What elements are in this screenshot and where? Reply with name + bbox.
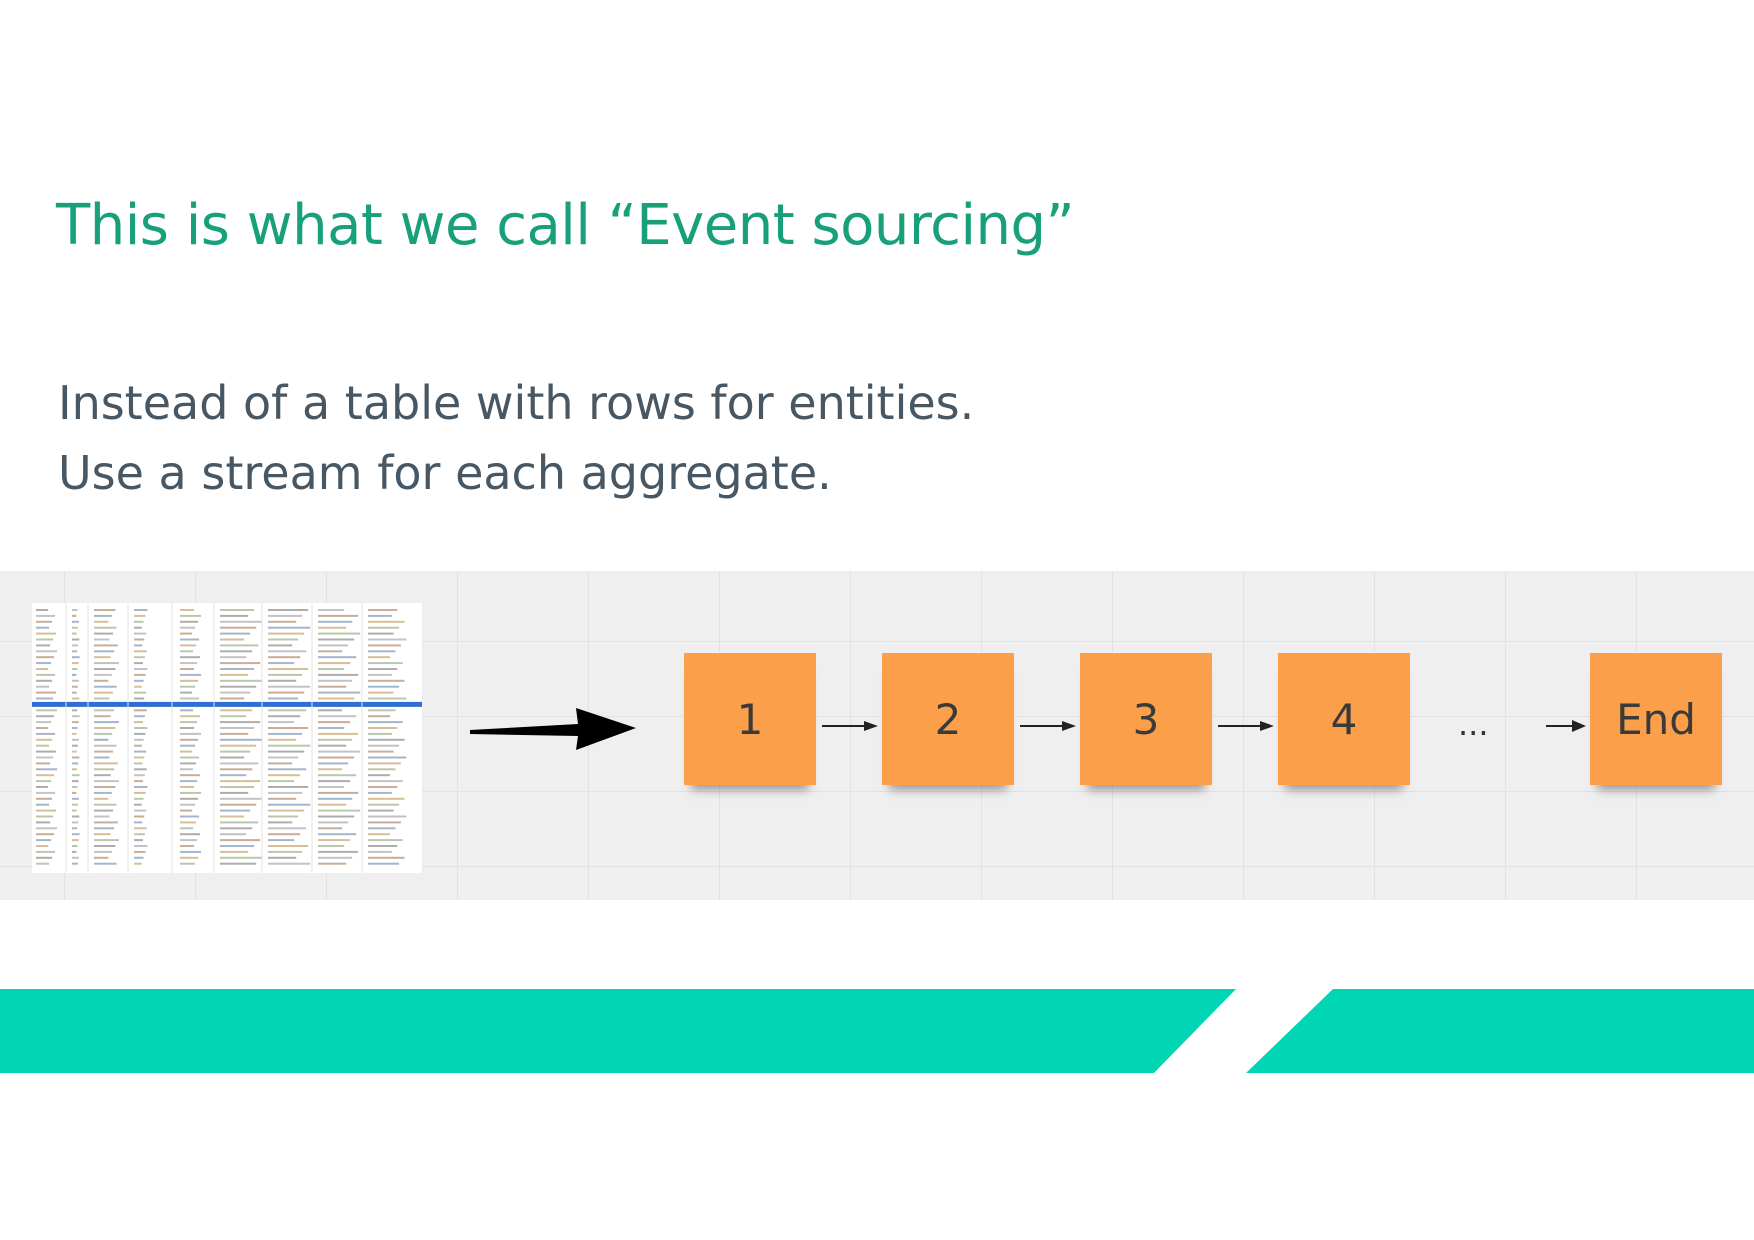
- event-note-label: 4: [1330, 694, 1358, 744]
- event-note-label: End: [1616, 694, 1696, 744]
- connector-arrow-icon: [1546, 720, 1586, 732]
- spreadsheet-table-icon: [32, 603, 422, 873]
- event-note-3: 3: [1080, 653, 1212, 785]
- body-line-2: Use a stream for each aggregate.: [58, 446, 832, 500]
- connector-arrow-icon: [1020, 721, 1076, 731]
- ellipsis: ...: [1458, 705, 1489, 743]
- event-note-end: End: [1590, 653, 1722, 785]
- event-note-2: 2: [882, 653, 1014, 785]
- arrow-right-icon: [470, 708, 636, 750]
- event-note-label: 1: [736, 694, 764, 744]
- event-note-4: 4: [1278, 653, 1410, 785]
- event-note-label: 3: [1132, 694, 1160, 744]
- footer-accent-bars: [0, 989, 1754, 1073]
- connector-arrow-icon: [1218, 721, 1274, 731]
- slide-body: Instead of a table with rows for entitie…: [58, 368, 974, 508]
- slide-title: This is what we call “Event sourcing”: [56, 193, 1075, 258]
- connector-arrow-icon: [822, 721, 878, 731]
- event-note-label: 2: [934, 694, 962, 744]
- event-note-1: 1: [684, 653, 816, 785]
- body-line-1: Instead of a table with rows for entitie…: [58, 376, 975, 430]
